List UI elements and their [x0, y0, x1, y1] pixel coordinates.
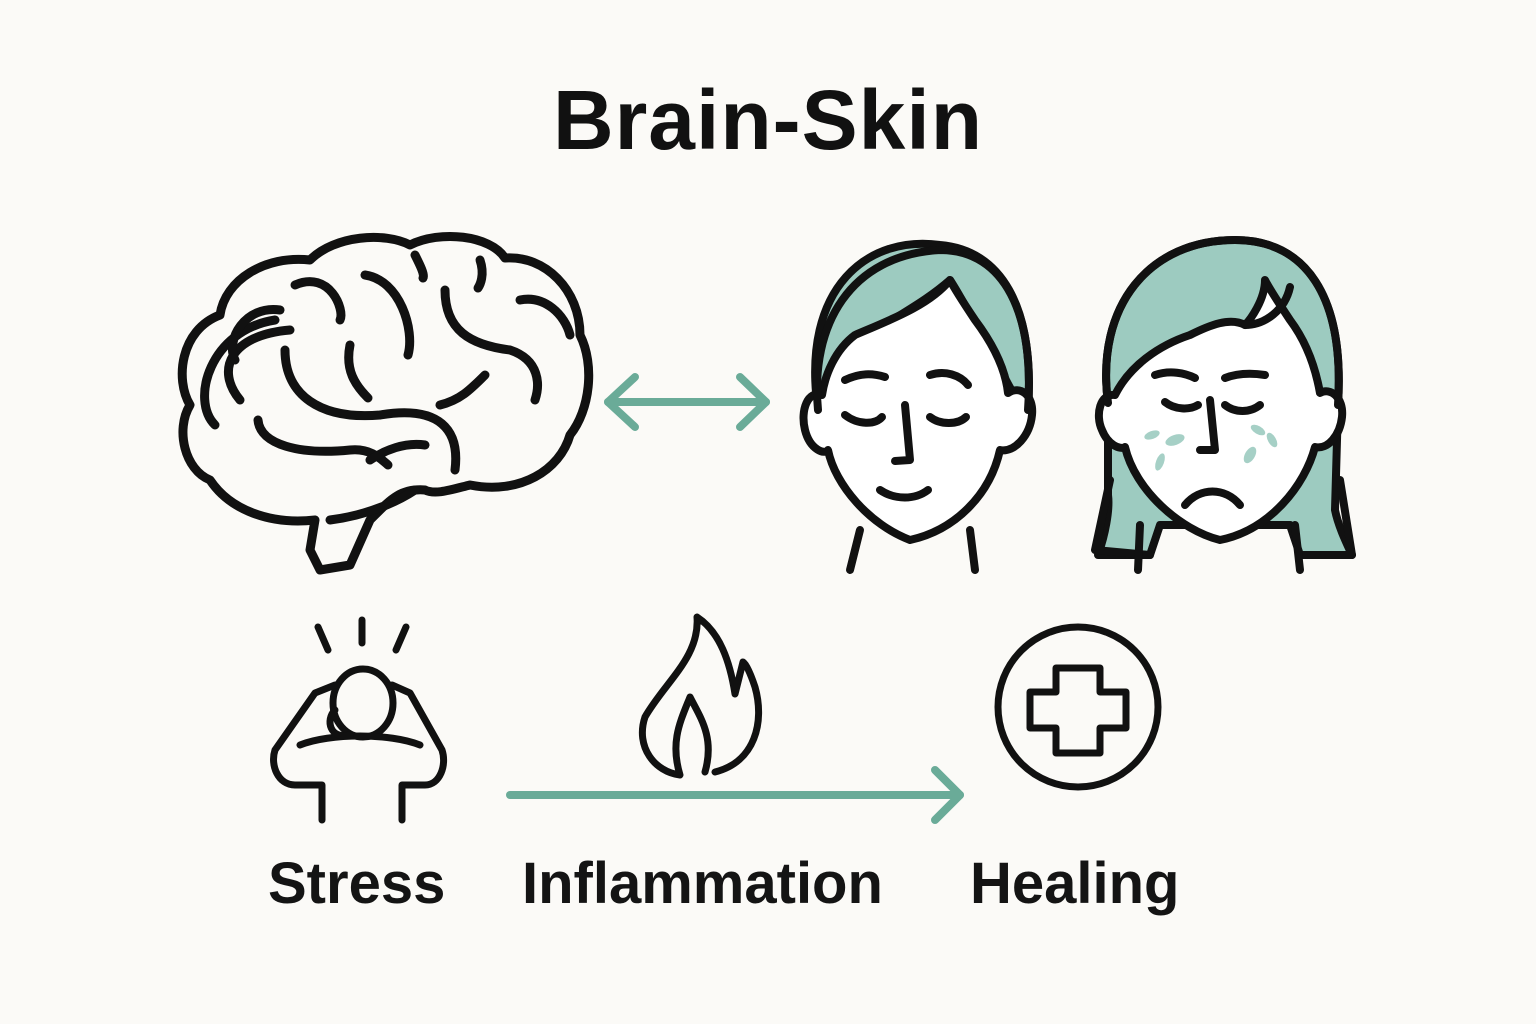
- sad-face-icon: [1090, 225, 1360, 585]
- healing-label: Healing: [970, 851, 1180, 916]
- double-arrow-icon: [600, 372, 775, 432]
- inflammation-label: Inflammation: [522, 851, 883, 916]
- diagram-title: Brain-Skin: [552, 73, 984, 167]
- brain-icon: [170, 220, 594, 580]
- stress-label: Stress: [268, 851, 446, 916]
- right-arrow-icon: [505, 765, 970, 825]
- medical-cross-icon: [993, 623, 1163, 795]
- calm-face-icon: [790, 225, 1040, 585]
- stressed-person-icon: [270, 615, 450, 825]
- flame-icon: [635, 612, 765, 782]
